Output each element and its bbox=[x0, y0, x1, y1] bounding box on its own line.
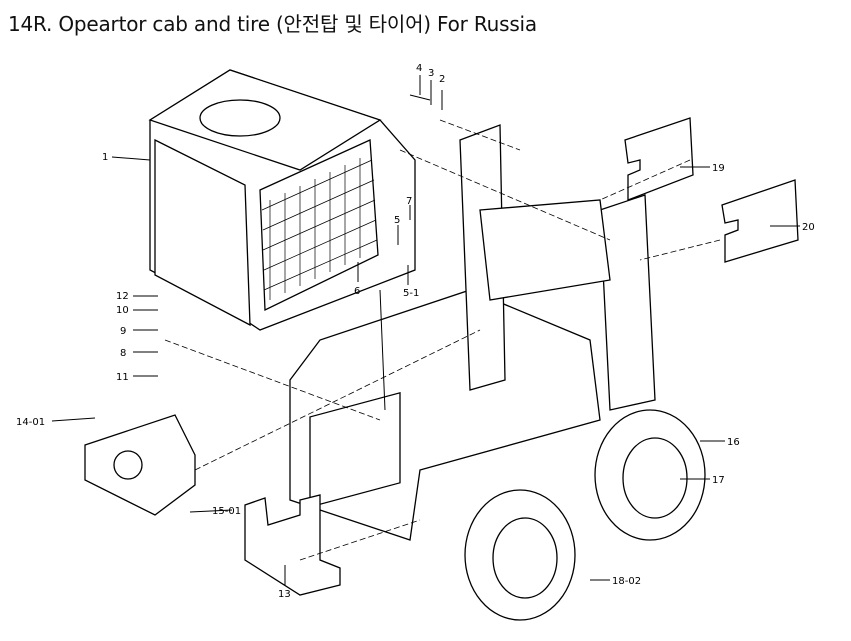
callout-13: 13 bbox=[278, 589, 291, 600]
leader-lines bbox=[51, 75, 800, 585]
callout-3: 3 bbox=[428, 68, 434, 79]
callout-9: 9 bbox=[120, 326, 126, 337]
callout-5-1: 5-1 bbox=[403, 288, 419, 299]
callout-14-01: 14-01 bbox=[16, 417, 45, 428]
callout-2: 2 bbox=[439, 74, 445, 85]
operator-cab bbox=[148, 69, 416, 331]
callout-17: 17 bbox=[712, 475, 725, 486]
callout-5: 5 bbox=[394, 215, 400, 226]
callout-11: 11 bbox=[116, 372, 129, 383]
callout-19: 19 bbox=[712, 163, 725, 174]
bracket-13 bbox=[244, 494, 341, 596]
callout-18-02: 18-02 bbox=[612, 576, 641, 587]
callout-12: 12 bbox=[116, 291, 129, 302]
callout-10: 10 bbox=[116, 305, 129, 316]
callout-15-01: 15-01 bbox=[212, 506, 241, 517]
callout-4: 4 bbox=[416, 63, 422, 74]
callout-8: 8 bbox=[120, 348, 126, 359]
tires bbox=[464, 409, 706, 621]
callout-1: 1 bbox=[102, 152, 108, 163]
counterweight-19 bbox=[624, 117, 694, 201]
callout-6: 6 bbox=[354, 286, 360, 297]
page-title: 14R. Opeartor cab and tire (안전탑 및 타이어) F… bbox=[8, 12, 537, 36]
callout-20: 20 bbox=[802, 222, 815, 233]
counterweight-20 bbox=[721, 179, 799, 263]
callout-16: 16 bbox=[727, 437, 740, 448]
loader-frame bbox=[289, 124, 656, 541]
callout-7: 7 bbox=[406, 196, 412, 207]
assembly-lines bbox=[164, 119, 721, 561]
